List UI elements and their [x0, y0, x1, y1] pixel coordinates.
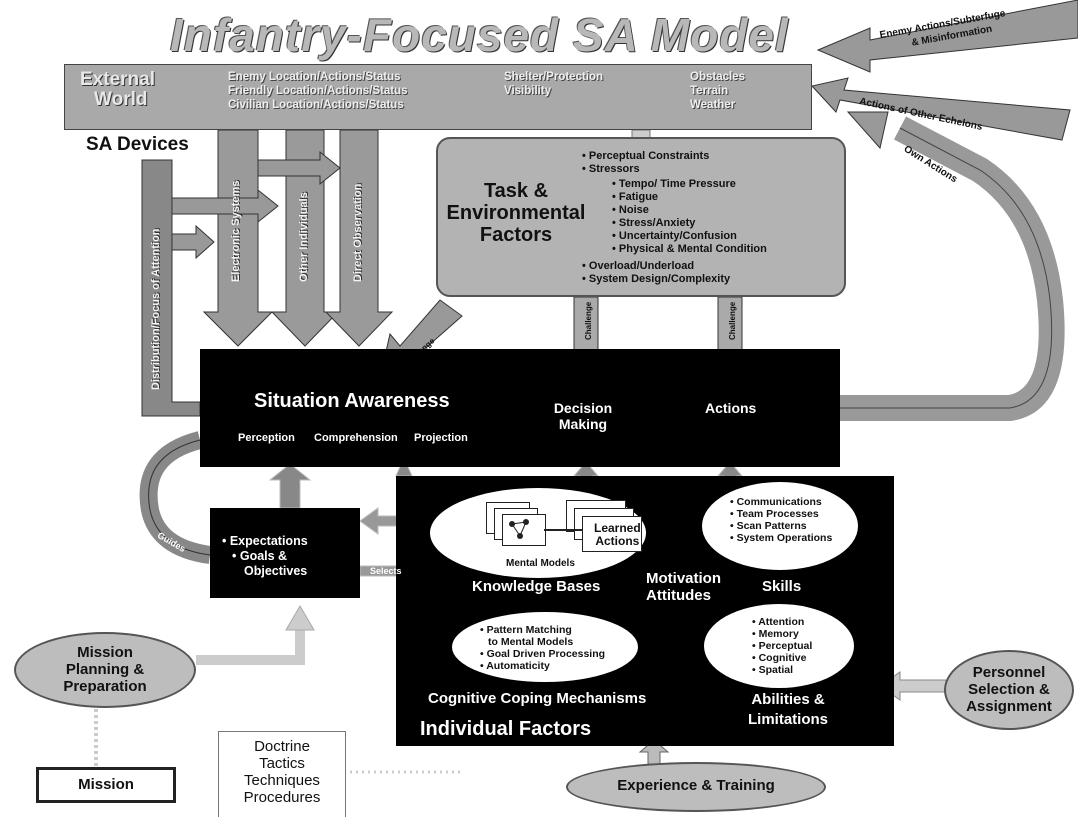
- mental-models-label: Mental Models: [506, 558, 575, 569]
- motivation-attitudes-label: Motivation Attitudes: [646, 570, 721, 604]
- task-environment-box: [436, 137, 846, 297]
- document-icon: [502, 514, 546, 546]
- decision-making-label: Decision Making: [553, 400, 613, 432]
- projection-label: Projection: [414, 432, 468, 444]
- coping-list: • Pattern Matching to Mental Models • Go…: [480, 624, 606, 672]
- learned-actions-card: [582, 516, 642, 552]
- mission-box: Mission: [36, 767, 176, 803]
- other-individuals-label: Other Individuals: [298, 192, 310, 282]
- task-environment-title: Task & Environmental Factors: [446, 180, 586, 246]
- device-arrow-3: [257, 150, 341, 186]
- external-world-band: [64, 64, 812, 130]
- experience-training-ellipse: [566, 762, 826, 812]
- other-echelons-arrow: [811, 77, 1071, 141]
- personnel-selection-label: Personnel Selection & Assignment: [966, 664, 1052, 715]
- coping-ellipse: [452, 612, 638, 682]
- direct-observation-label: Direct Observation: [352, 183, 364, 282]
- diagram-title: Infantry-Focused SA Model: [170, 9, 789, 61]
- learned-actions-label: Learned Actions: [594, 521, 641, 548]
- task-bottom-bullets: • Overload/Underload • System Design/Com…: [582, 260, 731, 285]
- electronic-systems-label: Electronic Systems: [230, 180, 242, 283]
- actions-label: Actions: [705, 400, 757, 416]
- enemy-actions-arrow: [816, 0, 1078, 73]
- perception-label: Perception: [238, 432, 295, 444]
- own-actions-arrowhead: [846, 111, 889, 150]
- network-icon: [509, 519, 529, 539]
- knowledge-bases-label: Knowledge Bases: [472, 578, 601, 595]
- abilities-limitations-label: Abilities & Limitations: [748, 691, 829, 728]
- individual-factors-title: Individual Factors: [420, 718, 592, 740]
- goals-to-sa-arrow: [268, 463, 312, 509]
- goals-text: • Expectations • Goals & Objectives: [222, 534, 308, 578]
- situation-awareness-title: Situation Awareness: [254, 390, 450, 412]
- skills-list: • Communications • Team Processes • Scan…: [730, 496, 833, 544]
- planning-to-goals-line: [196, 628, 305, 665]
- mission-planning-label: Mission Planning & Preparation: [63, 644, 147, 695]
- experience-training-label: Experience & Training: [617, 777, 775, 794]
- external-world-col1: Enemy Location/Actions/Status Friendly L…: [228, 71, 408, 111]
- sa-devices-label: SA Devices: [86, 134, 189, 155]
- goals-box: [210, 508, 360, 598]
- selects-label: Selects: [370, 566, 402, 576]
- task-top-bullets: • Perceptual Constraints • Stressors: [582, 150, 710, 175]
- device-arrow-2: [171, 188, 279, 224]
- external-world-col2: Shelter/Protection Visibility: [504, 71, 604, 97]
- situation-awareness-box: [200, 349, 840, 467]
- mission-planning-ellipse: [14, 632, 196, 708]
- coping-mechanisms-label: Cognitive Coping Mechanisms: [428, 690, 647, 707]
- external-world-title: External World: [80, 69, 155, 110]
- device-arrow-1: [171, 224, 215, 260]
- external-world-col3: Obstacles Terrain Weather: [690, 71, 745, 111]
- planning-to-goals-head: [285, 605, 315, 631]
- direct-observation-arrow: [324, 129, 394, 347]
- connector-line: [544, 529, 582, 531]
- abilities-list: • Attention • Memory • Perceptual • Cogn…: [752, 616, 813, 676]
- personnel-selection-ellipse: [944, 650, 1074, 730]
- challenge-label-dm: Challenge: [584, 301, 593, 340]
- skills-ellipse: [702, 482, 858, 570]
- stressor-list: • Tempo/ Time Pressure • Fatigue • Noise…: [612, 178, 767, 255]
- comprehension-label: Comprehension: [314, 432, 398, 444]
- skills-label: Skills: [762, 578, 802, 595]
- doctrine-box: Doctrine Tactics Techniques Procedures: [218, 731, 346, 817]
- distribution-label: Distribution/Focus of Attention: [150, 228, 162, 390]
- abilities-ellipse: [704, 604, 854, 688]
- challenge-label-act: Challenge: [728, 301, 737, 340]
